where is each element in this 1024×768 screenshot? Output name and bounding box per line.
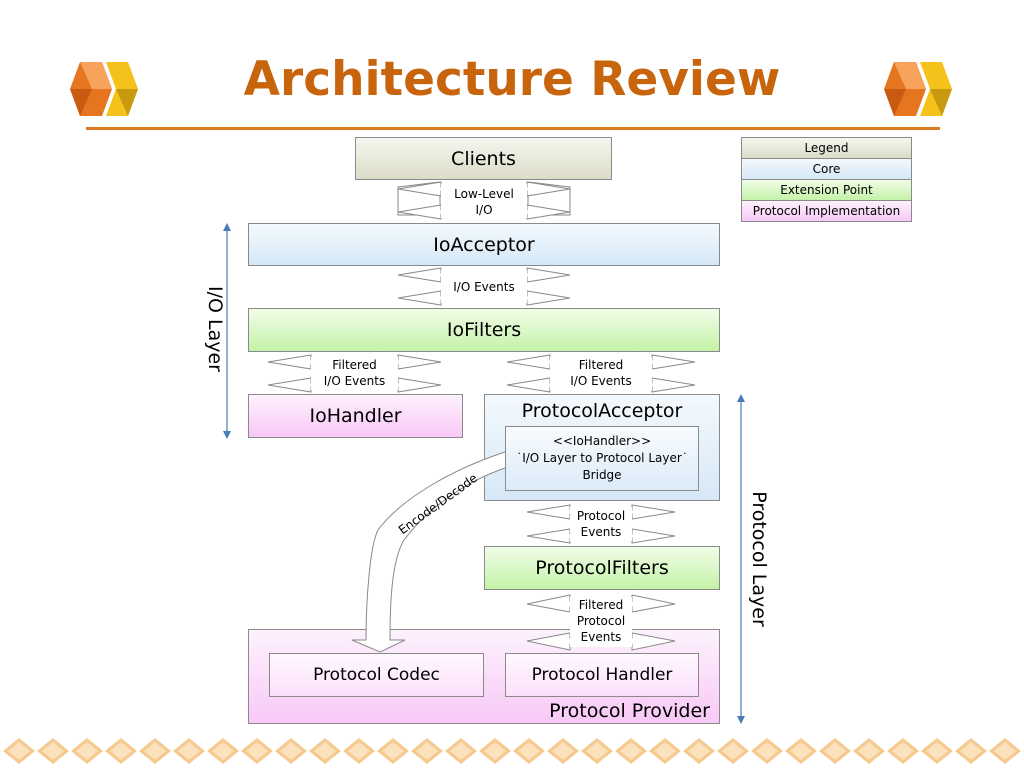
filtered-right-line2: I/O Events [570,374,632,388]
io-acceptor-box: IoAcceptor [248,223,720,266]
protocol-events-line1: Protocol [576,509,626,523]
filtered-io-events-right-label: Filtered I/O Events [550,357,652,389]
protocol-events-label: Protocol Events [570,508,632,540]
io-events-label: I/O Events [453,280,515,294]
title-divider [86,127,940,130]
filtered-left-line1: Filtered [332,358,377,372]
legend: Legend Core Extension Point Protocol Imp… [741,137,912,222]
io-layer-arrow [223,223,231,439]
filtered-protocol-line3: Events [580,630,622,644]
protocol-filters-box: ProtocolFilters [484,546,720,590]
protocol-handler-box: Protocol Handler [505,653,699,697]
diamond-border-pattern [0,735,1024,768]
legend-extension-point: Extension Point [741,179,912,201]
bridge-title: ˙I/O Layer to Protocol Layer˙ [516,451,688,465]
low-level-io-line2: I/O [475,203,493,217]
filtered-left-line2: I/O Events [323,374,386,388]
bridge-stereotype: <<IoHandler>> [552,434,652,448]
bridge-subtitle: Bridge [582,468,622,482]
protocol-codec-box: Protocol Codec [269,653,484,697]
filtered-protocol-line1: Filtered [578,598,624,612]
filtered-right-line1: Filtered [578,358,624,372]
low-level-io-line1: Low-Level [454,187,514,201]
cube-logo-icon-right [884,62,952,116]
io-filters-box: IoFilters [248,308,720,352]
low-level-io-label: Low-Level I/O [441,186,527,218]
filtered-io-events-left-label: Filtered I/O Events [311,357,398,389]
bridge-box: <<IoHandler>> ˙I/O Layer to Protocol Lay… [505,426,699,491]
cube-logo-icon-left [70,62,138,116]
protocol-provider-label: Protocol Provider [549,700,710,722]
legend-protocol-implementation: Protocol Implementation [741,200,912,222]
filtered-protocol-events-label: Filtered Protocol Events [566,597,636,645]
slide-title: Architecture Review [243,52,781,107]
clients-box: Clients [355,137,612,180]
protocol-events-line2: Events [580,525,622,539]
protocol-layer-arrow [737,394,745,724]
filtered-protocol-line2: Protocol [576,614,626,628]
io-handler-box: IoHandler [248,394,463,438]
protocol-acceptor-label: ProtocolAcceptor [521,400,683,422]
legend-header: Legend [741,137,912,159]
